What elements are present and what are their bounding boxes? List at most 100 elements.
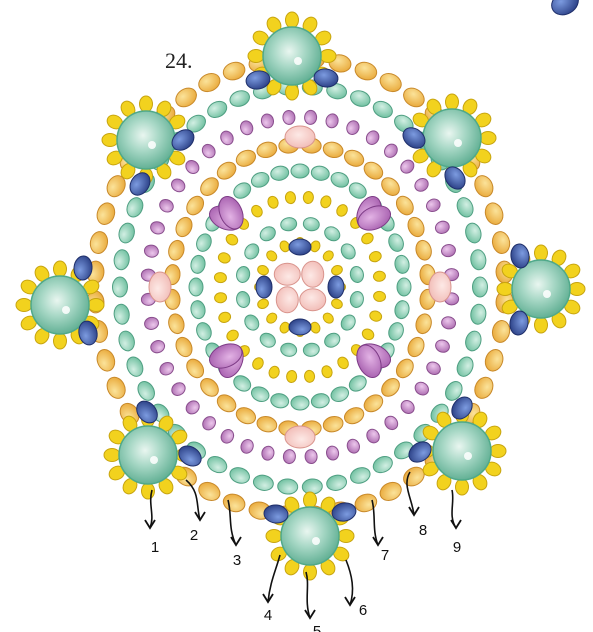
gold-bead: [353, 60, 379, 83]
lilac-bead: [282, 110, 295, 125]
lilac-bead: [398, 398, 416, 416]
teal-bead: [302, 342, 320, 358]
pearl-petal: [480, 132, 496, 145]
lilac-bead: [345, 119, 361, 136]
teal-bead: [370, 98, 395, 121]
gold-bead: [234, 405, 258, 427]
teal-bead: [124, 195, 146, 219]
seed-bead: [321, 249, 335, 263]
seed-bead: [319, 195, 332, 210]
pearl-highlight: [464, 452, 472, 460]
pearl-petal: [286, 12, 299, 28]
teal-bead: [113, 303, 131, 325]
thread-end-label: 8: [419, 522, 427, 539]
lilac-bead: [283, 449, 296, 464]
seed-bead: [330, 298, 344, 311]
teal-bead: [194, 232, 214, 254]
teal-bead: [291, 396, 309, 410]
teal-bead: [386, 232, 406, 254]
lilac-bead: [434, 338, 451, 354]
pearl-petal: [88, 299, 104, 312]
lilac-bead: [169, 176, 187, 194]
thread-arrowhead: [451, 520, 461, 528]
gold-bead: [94, 201, 117, 227]
pearl-petal: [54, 333, 67, 349]
teal-bead: [291, 164, 309, 178]
bead-layer: [16, 0, 585, 580]
gold-bead: [196, 479, 223, 504]
teal-bead: [280, 342, 298, 358]
gold-bead: [88, 230, 109, 255]
pearl-petal: [248, 50, 264, 63]
thread-end-label: 1: [151, 539, 159, 556]
seed-bead: [266, 195, 279, 210]
thread-end-label: 7: [381, 547, 389, 564]
teal-bead: [270, 165, 290, 182]
lilac-bead: [169, 380, 187, 398]
gold-bead: [221, 60, 247, 83]
teal-bead: [386, 320, 406, 342]
gold-bead: [94, 347, 117, 373]
gold-bead: [405, 335, 427, 359]
gold-bead: [214, 391, 239, 415]
pearl-petal: [54, 261, 67, 277]
gold-bead: [172, 84, 200, 110]
teal-bead: [194, 320, 214, 342]
teal-bead: [124, 355, 146, 379]
seed-bead: [335, 203, 350, 218]
teal-bead: [113, 249, 131, 271]
teal-bead: [346, 180, 369, 202]
teal-bead: [249, 384, 271, 404]
gold-bead: [255, 414, 278, 434]
teal-bead: [329, 384, 351, 404]
seed-bead: [330, 264, 344, 277]
teal-bead: [346, 373, 369, 395]
thread-end-label: 3: [233, 552, 241, 569]
lilac-bead: [260, 113, 275, 129]
teal-bead: [252, 473, 275, 492]
pearl-petal: [338, 530, 354, 543]
lilac-bead: [364, 129, 381, 147]
lilac-bead: [239, 438, 255, 455]
large-pearl: [119, 426, 177, 484]
gold-bead: [183, 356, 207, 381]
pearl-petal: [535, 317, 548, 333]
seed-bead: [286, 370, 297, 383]
gold-bead: [393, 356, 417, 381]
large-pearl: [117, 111, 175, 169]
teal-bead: [235, 290, 251, 308]
thread-arrowhead: [195, 512, 205, 520]
lilac-bead: [200, 142, 218, 160]
seed-bead: [360, 327, 375, 342]
gold-bead: [414, 312, 434, 335]
teal-bead: [470, 303, 488, 325]
gold-bead: [104, 374, 129, 401]
gold-bead: [322, 414, 345, 434]
pearl-petal: [535, 245, 548, 261]
gold-bead: [342, 405, 366, 427]
thread-line: [346, 560, 353, 605]
teal-bead: [348, 465, 372, 486]
teal-bead: [117, 329, 137, 352]
center-pink-bead: [300, 289, 326, 311]
gold-bead: [361, 159, 386, 183]
pearl-highlight: [148, 141, 156, 149]
gold-bead: [378, 174, 403, 199]
lilac-bead: [305, 449, 318, 464]
seed-bead: [214, 292, 227, 303]
center-pink-bead: [276, 287, 298, 313]
seed-bead: [373, 291, 386, 302]
pearl-highlight: [312, 537, 320, 545]
pearl-highlight: [150, 456, 158, 464]
pearl-petal: [304, 492, 317, 508]
lilac-bead: [434, 219, 451, 235]
gold-bead: [167, 239, 187, 262]
seed-bead: [214, 272, 227, 283]
thread-end-label: 9: [453, 539, 461, 556]
gold-bead: [353, 491, 379, 514]
gold-bead: [378, 375, 403, 400]
teal-bead: [397, 278, 411, 296]
teal-bead: [231, 180, 254, 202]
lilac-bead: [382, 142, 400, 160]
